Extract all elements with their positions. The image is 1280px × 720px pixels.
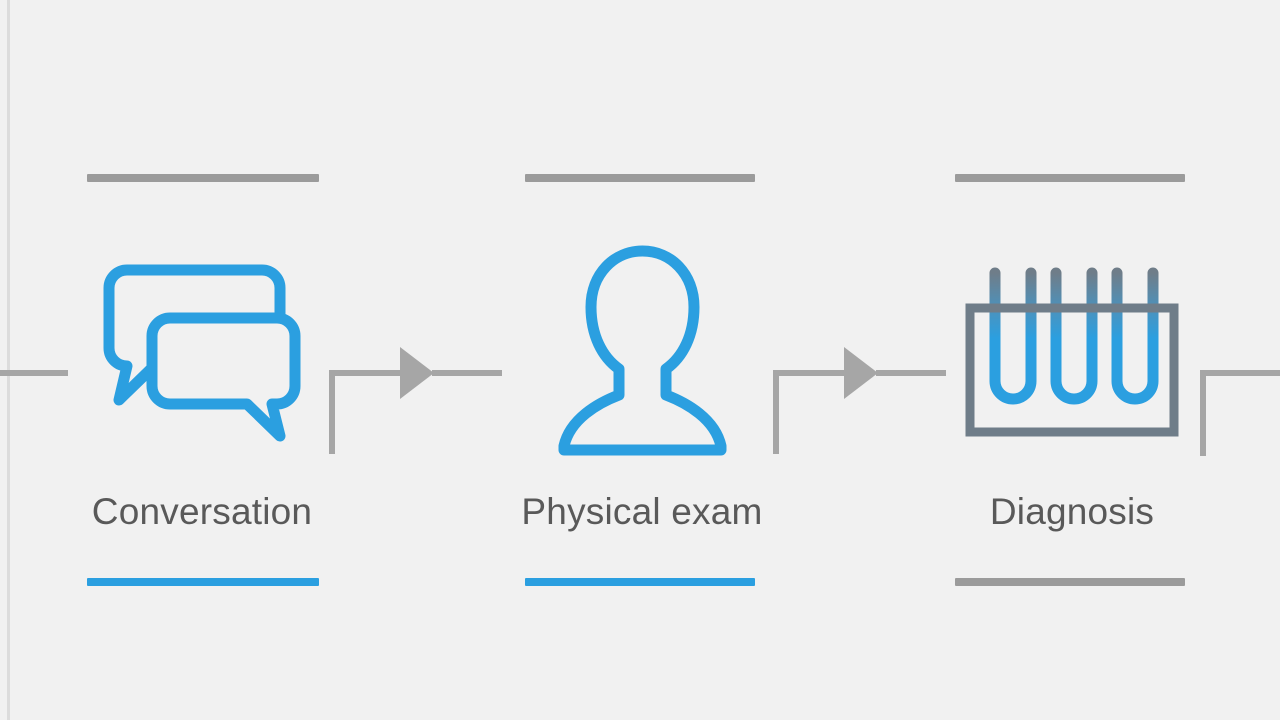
connector-2-to-3-arrowhead xyxy=(844,347,878,399)
step-conversation-label: Conversation xyxy=(91,491,313,532)
connector-outgoing-right-stem xyxy=(1200,370,1206,456)
step-conversation[interactable]: Conversation xyxy=(52,165,352,605)
connector-1-to-2-arrowhead xyxy=(400,347,434,399)
connector-2-to-3-arm-left xyxy=(773,370,845,376)
step-diagnosis[interactable]: Diagnosis xyxy=(922,165,1222,605)
step-diagnosis-bottom-bar xyxy=(955,578,1185,586)
step-conversation-bottom-bar xyxy=(87,578,319,586)
left-edge-rule xyxy=(7,0,10,720)
connector-2-to-3-arm-right xyxy=(876,370,946,376)
connector-1-to-2-arm-right xyxy=(432,370,502,376)
step-physical-exam-top-bar xyxy=(525,174,755,182)
step-physical-exam-bottom-bar xyxy=(525,578,755,586)
person-silhouette-icon xyxy=(492,225,792,475)
connector-incoming-left xyxy=(0,370,68,376)
step-conversation-top-bar xyxy=(87,174,319,182)
test-tube-rack-icon xyxy=(922,225,1222,475)
step-diagnosis-top-bar xyxy=(955,174,1185,182)
speech-bubbles-icon xyxy=(52,225,352,475)
connector-2-to-3-stem xyxy=(773,370,779,454)
connector-outgoing-right-arm xyxy=(1200,370,1280,376)
connector-1-to-2-stem xyxy=(329,370,335,454)
step-physical-exam-label: Physical exam xyxy=(521,491,763,532)
connector-1-to-2-arm-left xyxy=(329,370,401,376)
step-physical-exam[interactable]: Physical exam xyxy=(492,165,792,605)
step-diagnosis-label: Diagnosis xyxy=(989,491,1155,532)
